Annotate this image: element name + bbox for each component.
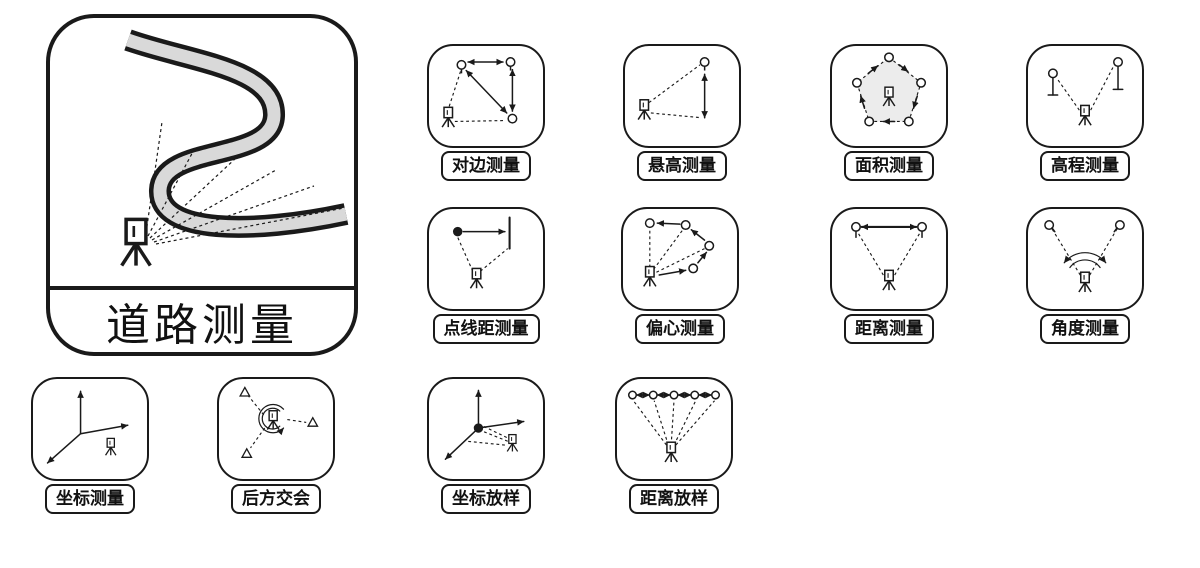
tile-coordinate-measurement[interactable]: 坐标测量 — [28, 377, 152, 515]
missing-line-icon — [427, 44, 545, 148]
tile-label: 悬高测量 — [637, 151, 727, 182]
tile-label: 点线距测量 — [432, 314, 540, 345]
tile-coordinate-stakeout[interactable]: 坐标放样 — [424, 377, 548, 515]
area-measurement-icon — [830, 44, 948, 148]
tile-label: 坐标放样 — [441, 484, 531, 515]
distance-stakeout-icon — [615, 377, 733, 481]
remote-elevation-icon — [623, 44, 741, 148]
road-survey-icon — [50, 18, 354, 286]
coordinate-measurement-icon — [31, 377, 149, 481]
tile-label: 高程测量 — [1040, 151, 1130, 182]
tile-remote-elevation-measurement[interactable]: 悬高测量 — [620, 44, 744, 182]
tile-distance-measurement[interactable]: 距离测量 — [827, 207, 951, 345]
distance-measurement-icon — [830, 207, 948, 311]
tile-label: 后方交会 — [231, 484, 321, 515]
tile-offset-measurement[interactable]: 偏心测量 — [618, 207, 742, 345]
tile-distance-stakeout[interactable]: 距离放样 — [612, 377, 736, 515]
coordinate-stakeout-icon — [427, 377, 545, 481]
angle-measurement-icon — [1026, 207, 1144, 311]
tile-resection[interactable]: 后方交会 — [214, 377, 338, 515]
elevation-measurement-icon — [1026, 44, 1144, 148]
main-tile-label: 道路测量 — [50, 286, 354, 352]
tile-label: 角度测量 — [1040, 314, 1130, 345]
tile-missing-line-measurement[interactable]: 对边测量 — [424, 44, 548, 182]
tile-label: 对边测量 — [441, 151, 531, 182]
resection-icon — [217, 377, 335, 481]
offset-measurement-icon — [621, 207, 739, 311]
tile-label: 距离放样 — [629, 484, 719, 515]
tile-point-line-distance-measurement[interactable]: 点线距测量 — [424, 207, 548, 345]
tile-area-measurement[interactable]: 面积测量 — [827, 44, 951, 182]
tile-label: 距离测量 — [844, 314, 934, 345]
point-line-distance-icon — [427, 207, 545, 311]
tile-label: 偏心测量 — [635, 314, 725, 345]
tile-label: 坐标测量 — [45, 484, 135, 515]
tile-angle-measurement[interactable]: 角度测量 — [1023, 207, 1147, 345]
tile-elevation-measurement[interactable]: 高程测量 — [1023, 44, 1147, 182]
tile-road-survey[interactable]: 道路测量 — [46, 14, 358, 356]
tile-label: 面积测量 — [844, 151, 934, 182]
